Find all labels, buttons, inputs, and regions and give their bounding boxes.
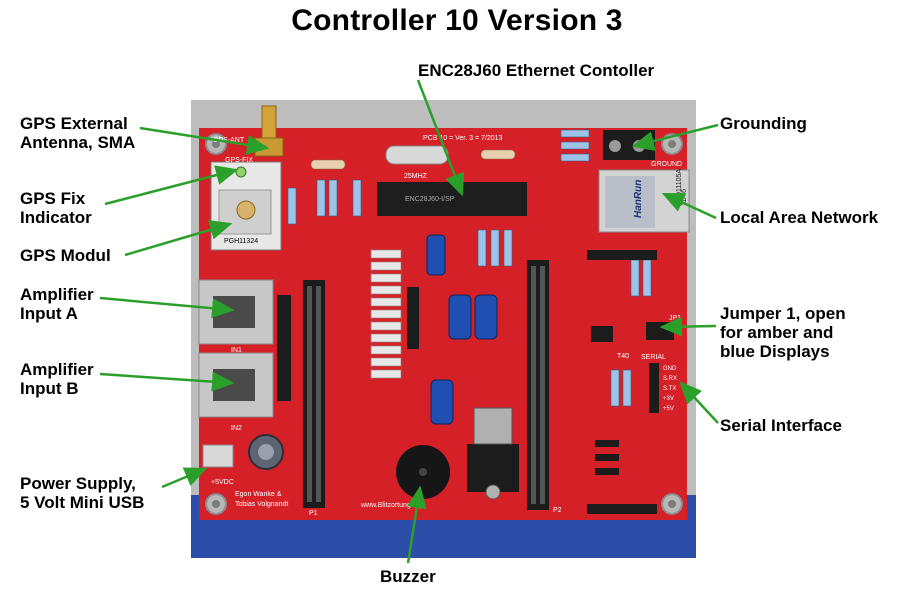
crystal bbox=[385, 145, 449, 165]
label-lan: Local Area Network bbox=[720, 208, 879, 227]
serial-header bbox=[649, 363, 659, 413]
svg-text:Tobias Volgnandt: Tobias Volgnandt bbox=[235, 501, 288, 508]
voltage-regulator bbox=[467, 444, 519, 492]
svg-text:HR911105A: HR911105A bbox=[676, 169, 683, 206]
svg-text:GPS-ANT: GPS-ANT bbox=[213, 137, 245, 144]
electrolytic-cap bbox=[426, 234, 446, 276]
svg-text:25MHZ: 25MHZ bbox=[404, 173, 428, 180]
label-grounding: Grounding bbox=[720, 114, 807, 133]
page-title: Controller 10 Version 3 bbox=[291, 4, 623, 37]
svg-text:IN1: IN1 bbox=[231, 347, 242, 354]
label-amplifier-b: Amplifier Input B bbox=[20, 360, 94, 398]
svg-text:JP1: JP1 bbox=[669, 315, 681, 322]
label-buzzer: Buzzer bbox=[380, 567, 436, 586]
svg-text:IN2: IN2 bbox=[231, 425, 242, 432]
svg-text:T40: T40 bbox=[617, 353, 629, 360]
svg-text:P2: P2 bbox=[553, 507, 562, 514]
svg-text:S.RX: S.RX bbox=[663, 376, 677, 382]
label-serial: Serial Interface bbox=[720, 416, 842, 435]
label-amplifier-a: Amplifier Input A bbox=[20, 285, 94, 323]
header-p1 bbox=[303, 280, 325, 508]
label-gps-fix: GPS Fix Indicator bbox=[20, 189, 92, 227]
svg-text:HanRun: HanRun bbox=[633, 180, 644, 218]
svg-text:PCB 10 = Ver. 3 = 7/2013: PCB 10 = Ver. 3 = 7/2013 bbox=[423, 135, 502, 142]
svg-text:S.TX: S.TX bbox=[663, 386, 676, 392]
label-ethernet: ENC28J60 Ethernet Contoller bbox=[418, 61, 655, 80]
header-p2 bbox=[527, 260, 549, 510]
label-jumper: Jumper 1, open for amber and blue Displa… bbox=[720, 304, 846, 361]
svg-text:11/46: 11/46 bbox=[681, 189, 688, 206]
svg-text:GROUND: GROUND bbox=[651, 161, 682, 168]
svg-text:GND: GND bbox=[663, 366, 677, 372]
svg-text:www.Blitzortung.org: www.Blitzortung.org bbox=[360, 502, 423, 509]
svg-text:PGH11324: PGH11324 bbox=[224, 238, 258, 245]
label-gps-antenna: GPS External Antenna, SMA bbox=[20, 114, 136, 152]
svg-text:+5V: +5V bbox=[663, 406, 674, 412]
svg-text:SERIAL: SERIAL bbox=[641, 354, 666, 361]
svg-text:+5VDC: +5VDC bbox=[211, 479, 234, 486]
jumper-jp1 bbox=[646, 322, 674, 340]
label-gps-module: GPS Modul bbox=[20, 246, 111, 265]
svg-text:Egon Wanke &: Egon Wanke & bbox=[235, 491, 282, 498]
gps-fix-led bbox=[235, 166, 247, 178]
label-power-supply: Power Supply, 5 Volt Mini USB bbox=[20, 474, 145, 512]
svg-text:P1: P1 bbox=[309, 510, 318, 517]
svg-text:GPS-FIX: GPS-FIX bbox=[225, 157, 253, 164]
svg-text:+3V: +3V bbox=[663, 396, 674, 402]
svg-text:ENC28J60-I/SP: ENC28J60-I/SP bbox=[405, 196, 455, 203]
pcb-photo: PGH11324 GPS-FIX GPS-ANT IN1 IN2 +5VDC E… bbox=[191, 100, 696, 558]
mini-usb-jack bbox=[202, 444, 234, 468]
